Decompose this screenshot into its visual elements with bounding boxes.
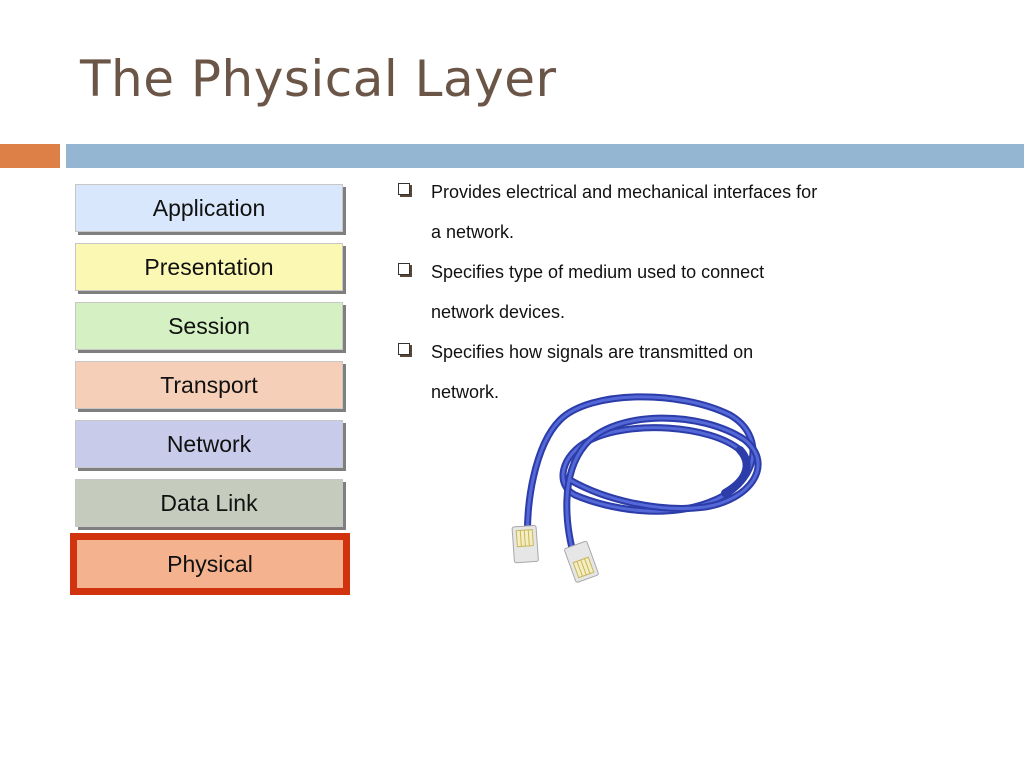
layer-label: Transport	[160, 371, 258, 398]
accent-bar-orange	[0, 144, 60, 168]
layer-presentation: Presentation	[75, 243, 343, 291]
slide-title: The Physical Layer	[80, 50, 557, 108]
checkbox-bullet-icon	[398, 343, 410, 355]
layer-transport: Transport	[75, 361, 343, 409]
bullet-item: Specifies how signals are transmitted on…	[398, 332, 998, 412]
layer-label: Physical	[167, 550, 253, 577]
layer-application: Application	[75, 184, 343, 232]
layer-physical: Physical	[70, 533, 350, 595]
layer-data-link: Data Link	[75, 479, 343, 527]
ethernet-cable-icon	[511, 393, 762, 583]
checkbox-bullet-icon	[398, 263, 410, 275]
bullet-item: Provides electrical and mechanical inter…	[398, 172, 998, 252]
layer-session: Session	[75, 302, 343, 350]
layer-label: Data Link	[160, 489, 258, 516]
bullet-list: Provides electrical and mechanical inter…	[398, 172, 998, 412]
layer-label: Application	[152, 194, 266, 221]
bullet-item: Specifies type of medium used to connect…	[398, 252, 998, 332]
layer-network: Network	[75, 420, 343, 468]
bullet-text: Specifies type of medium used to connect…	[431, 262, 765, 322]
layer-label: Presentation	[144, 253, 274, 280]
accent-bar-blue	[66, 144, 1024, 168]
checkbox-bullet-icon	[398, 183, 410, 195]
bullet-text: Provides electrical and mechanical inter…	[431, 182, 818, 242]
layer-label: Session	[168, 312, 250, 339]
bullet-text: Specifies how signals are transmitted on…	[431, 342, 754, 402]
layer-label: Network	[166, 430, 252, 457]
